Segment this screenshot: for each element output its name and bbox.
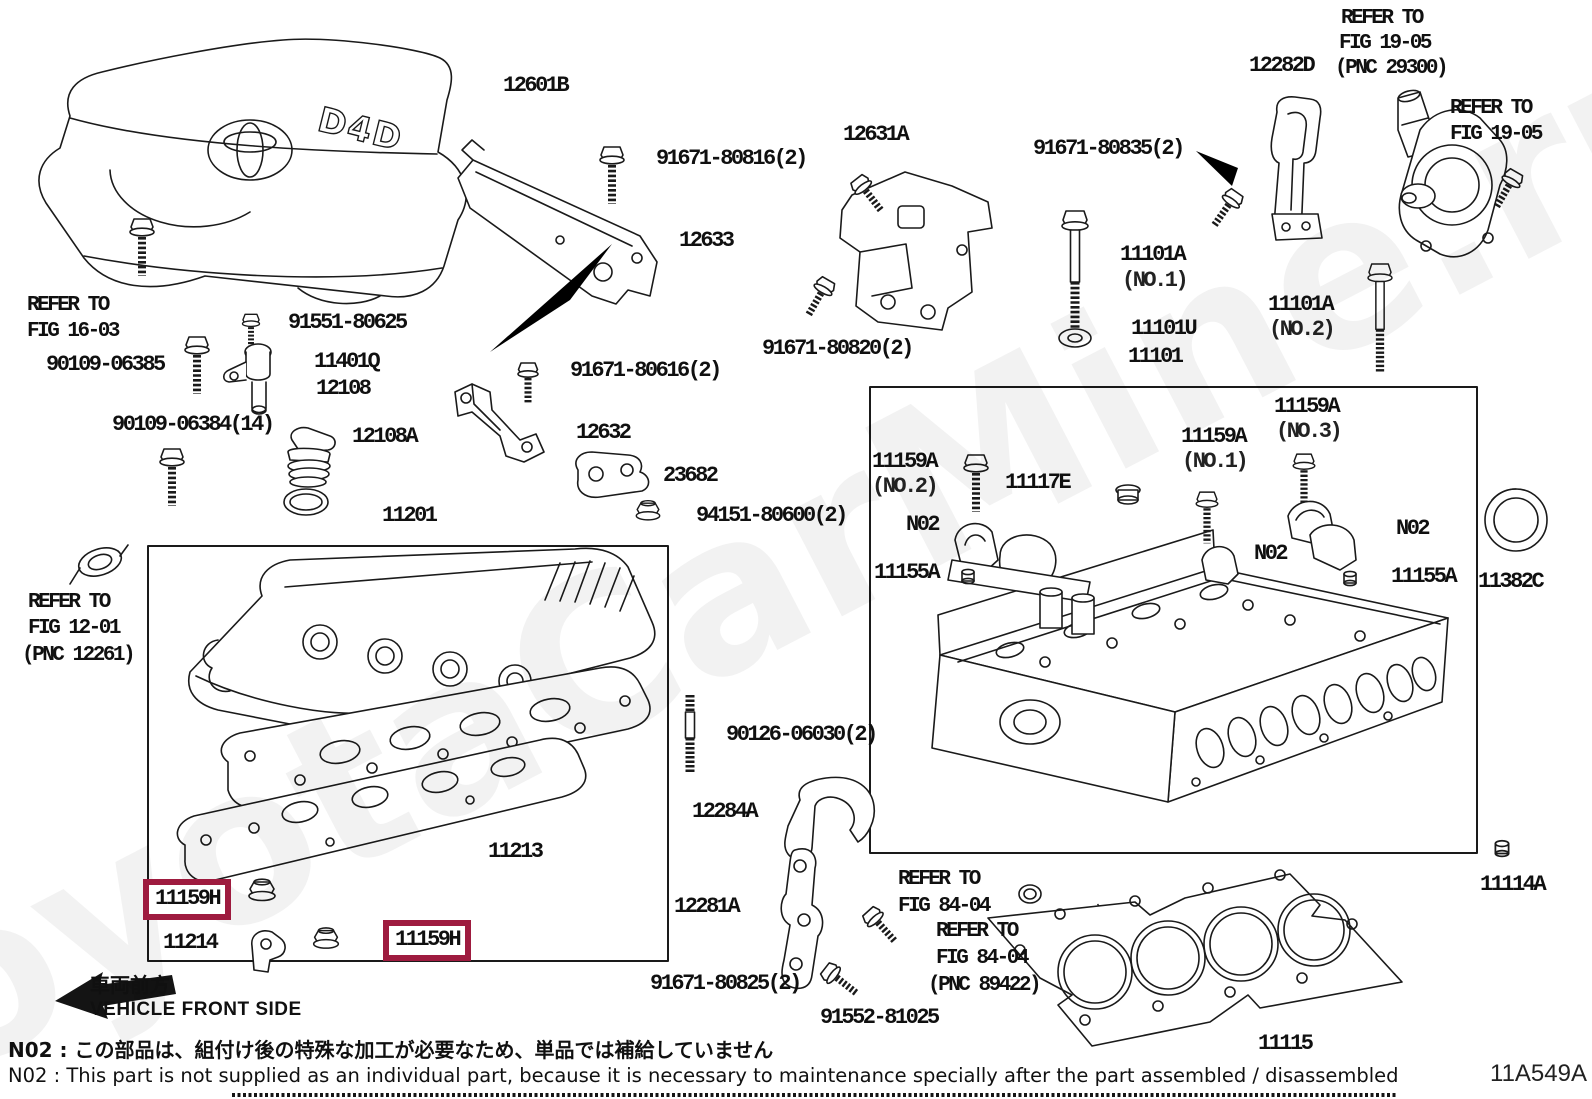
part-label-12284a[interactable]: 12284A <box>692 799 759 824</box>
valve-cover-drawing <box>188 547 656 729</box>
bracket-12633-drawing <box>457 139 658 305</box>
part-label-11159a-no1-sub: (NO.1) <box>1182 449 1249 474</box>
part-label-11214[interactable]: 11214 <box>163 930 219 955</box>
part-label-23682[interactable]: 23682 <box>663 463 719 488</box>
part-label-11115[interactable]: 11115 <box>1258 1031 1314 1056</box>
vehicle-front-label-jp: 車両前方 <box>90 973 170 997</box>
vacuum-pump-drawing <box>1397 89 1508 258</box>
part-label-91551-80625[interactable]: 91551-80625 <box>288 310 408 335</box>
plug-11117E-drawing <box>1115 484 1141 505</box>
part-label-12633[interactable]: 12633 <box>679 228 735 253</box>
note-n02-english: N02 : This part is not supplied as an in… <box>8 1064 1399 1087</box>
part-label-91671-80825[interactable]: 91671-80825(2) <box>650 971 802 996</box>
refer-fig-16-03-line1[interactable]: REFER TO <box>27 294 110 317</box>
part-label-90109-06384[interactable]: 90109-06384(14) <box>112 412 275 437</box>
part-label-11382c[interactable]: 11382C <box>1478 569 1545 594</box>
refer-fig-16-03-line2[interactable]: FIG 16-03 <box>27 320 120 343</box>
part-label-90126-06030[interactable]: 90126-06030(2) <box>726 722 878 747</box>
part-label-12632[interactable]: 12632 <box>576 420 632 445</box>
part-label-11101[interactable]: 11101 <box>1128 344 1184 369</box>
part-label-12108[interactable]: 12108 <box>316 376 372 401</box>
part-label-12601b[interactable]: 12601B <box>503 73 570 98</box>
refer-fig-19-05-line2[interactable]: FIG 19-05 <box>1450 123 1543 146</box>
refer-fig-12-01-line2[interactable]: FIG 12-01 <box>28 617 121 640</box>
part-label-91671-80816[interactable]: 91671-80816(2) <box>656 146 808 171</box>
part-label-11159a-no2[interactable]: 11159A <box>872 449 939 474</box>
part-label-12631a[interactable]: 12631A <box>843 122 910 147</box>
part-label-91671-80835[interactable]: 91671-80835(2) <box>1033 136 1185 161</box>
bracket-12281A-drawing <box>780 848 824 990</box>
part-label-11159a-no3[interactable]: 11159A <box>1274 394 1341 419</box>
gasket-11213-drawing <box>220 666 651 809</box>
part-label-11155a-right[interactable]: 11155A <box>1391 564 1458 589</box>
refer-12-01-part-drawing <box>69 544 129 585</box>
part-label-11159h-left: 11159H <box>155 886 222 911</box>
vehicle-front-label-en: VEHICLE FRONT SIDE <box>90 999 302 1020</box>
part-label-n02-left[interactable]: N02 <box>906 512 941 537</box>
front-direction-arrow <box>55 972 176 1019</box>
refer-fig-84-04-lower-line3[interactable]: (PNC 89422) <box>928 974 1042 997</box>
part-label-11101a-no1-sub: (NO.1) <box>1122 268 1189 293</box>
part-label-11155a-left[interactable]: 11155A <box>874 560 941 585</box>
bracket-12631A-drawing <box>839 172 993 331</box>
part-label-11159a-no3-sub: (NO.3) <box>1276 419 1343 444</box>
part-label-11159a-no2-sub: (NO.2) <box>872 474 939 499</box>
part-label-91671-80820[interactable]: 91671-80820(2) <box>762 336 914 361</box>
part-label-11201[interactable]: 11201 <box>382 503 438 528</box>
part-label-12108a[interactable]: 12108A <box>352 424 419 449</box>
refer-fig-84-04-lower-line2[interactable]: FIG 84-04 <box>936 947 1029 970</box>
refer-fig-12-01-line3[interactable]: (PNC 12261) <box>22 644 136 667</box>
part-label-90109-06385[interactable]: 90109-06385 <box>46 352 166 377</box>
construction-lines <box>130 216 1510 928</box>
plate-23682-drawing <box>575 451 650 499</box>
part-label-91671-80616[interactable]: 91671-80616(2) <box>570 358 722 383</box>
refer-fig-19-05-line1[interactable]: REFER TO <box>1450 97 1533 120</box>
refer-fig-84-04-lower-line1[interactable]: REFER TO <box>936 920 1019 943</box>
part-label-11401q[interactable]: 11401Q <box>314 349 381 374</box>
part-label-11159a-no1[interactable]: 11159A <box>1181 424 1248 449</box>
cylinder-head-drawing <box>931 529 1449 803</box>
part-label-12281a[interactable]: 12281A <box>674 894 741 919</box>
part-label-94151-80600[interactable]: 94151-80600(2) <box>696 503 848 528</box>
part-11214-drawing <box>251 930 286 973</box>
refer-fig-19-05-pnc-line3[interactable]: (PNC 29300) <box>1335 57 1449 80</box>
stud-90126-drawing <box>684 695 696 772</box>
part-label-n02-right[interactable]: N02 <box>1396 516 1431 541</box>
part-label-91552-81025[interactable]: 91552-81025 <box>820 1005 940 1030</box>
bracket-12284A-drawing <box>784 776 876 861</box>
oil-cap-drawing <box>283 426 336 516</box>
seal-11382C-drawing <box>1484 488 1548 552</box>
part-label-11101a-no1[interactable]: 11101A <box>1120 242 1187 267</box>
highlighted-part-11159h-left[interactable]: 11159H <box>143 879 232 920</box>
refer-fig-84-04-upper-line1[interactable]: REFER TO <box>898 868 981 891</box>
head-gasket-11115-drawing <box>987 869 1403 1047</box>
part-label-11101a-no2[interactable]: 11101A <box>1268 292 1335 317</box>
part-label-11101u[interactable]: 11101U <box>1131 316 1198 341</box>
part-label-12282d[interactable]: 12282D <box>1249 53 1316 78</box>
refer-fig-12-01-line1[interactable]: REFER TO <box>28 591 111 614</box>
part-label-11117e[interactable]: 11117E <box>1005 470 1072 495</box>
hanger-12282D-drawing <box>1270 96 1323 241</box>
cam-sensor-11401Q-drawing <box>222 343 272 415</box>
part-label-11159h-right: 11159H <box>395 927 462 952</box>
cam-caps-drawing <box>947 500 1357 635</box>
part-label-11101a-no2-sub: (NO.2) <box>1269 317 1336 342</box>
engine-cover-drawing: D4D <box>38 38 467 305</box>
bracket-12632-drawing <box>454 383 545 463</box>
diagram-code: 11A549A <box>1490 1060 1587 1087</box>
refer-fig-19-05-pnc-line2[interactable]: FIG 19-05 <box>1339 32 1432 55</box>
highlighted-part-11159h-right[interactable]: 11159H <box>383 920 472 961</box>
part-label-11213[interactable]: 11213 <box>488 839 544 864</box>
note-n02-japanese: N02 : この部品は、組付け後の特殊な加工が必要なため、単品では補給していませ… <box>8 1038 774 1062</box>
part-label-11114a[interactable]: 11114A <box>1480 872 1547 897</box>
refer-fig-19-05-pnc-line1[interactable]: REFER TO <box>1341 7 1424 30</box>
refer-fig-84-04-upper-line2[interactable]: FIG 84-04 <box>898 895 991 918</box>
leader-lines <box>180 88 1516 1032</box>
part-label-n02-center[interactable]: N02 <box>1254 541 1289 566</box>
